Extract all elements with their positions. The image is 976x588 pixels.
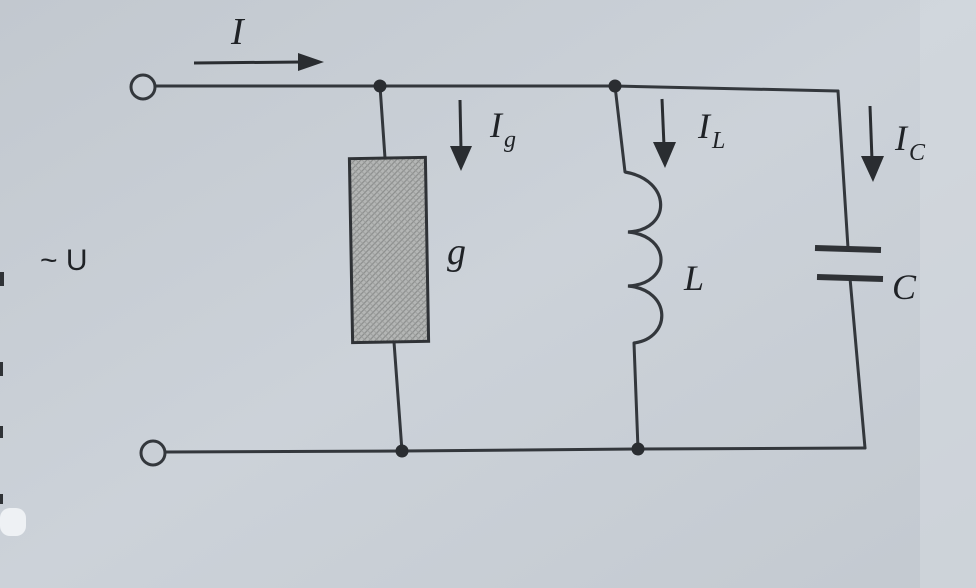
C-branch-top-wire xyxy=(836,89,850,250)
C-branch-bottom-wire xyxy=(848,276,867,450)
g-branch-top-wire xyxy=(378,84,387,160)
junction-dot xyxy=(608,79,622,93)
bottom-wire xyxy=(164,446,867,454)
conductance-resistor xyxy=(347,155,431,345)
wires xyxy=(153,84,867,454)
capacitor-plate-top xyxy=(814,245,882,253)
junction-dot xyxy=(373,79,387,93)
junction-dot xyxy=(631,442,645,456)
conductance-label: g xyxy=(447,231,466,273)
capacitor-label: C xyxy=(892,267,917,307)
source-voltage-label: ~ U xyxy=(40,244,88,277)
binding-hole xyxy=(0,508,26,536)
page-edge-marks xyxy=(0,272,4,504)
g-branch-bottom-wire xyxy=(392,340,404,453)
L-current-label: IL xyxy=(697,106,725,154)
inductor-coil xyxy=(624,170,664,345)
main-current-label: I xyxy=(230,11,246,53)
page-edge-shadow xyxy=(920,0,976,588)
main-current-arrow xyxy=(193,53,324,71)
g-current-label: Ig xyxy=(489,105,516,153)
inductor-label: L xyxy=(683,258,704,298)
C-current-label: IC xyxy=(894,118,926,166)
C-current-arrow xyxy=(861,105,884,182)
input-terminal-top xyxy=(129,73,157,101)
L-branch-bottom-wire xyxy=(632,341,640,451)
g-current-arrow xyxy=(450,99,472,171)
junction-dot xyxy=(395,444,409,458)
capacitor-plate-bottom xyxy=(816,274,884,282)
L-branch-top-wire xyxy=(613,84,627,174)
input-terminal-bottom xyxy=(139,439,167,467)
top-wire xyxy=(153,84,840,93)
L-current-arrow xyxy=(653,98,676,168)
